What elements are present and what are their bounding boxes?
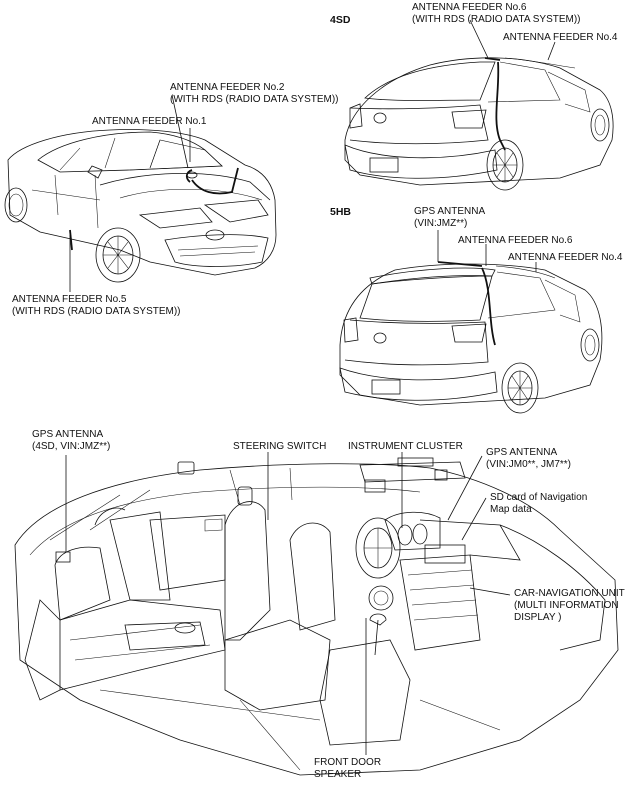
label-interior-gps-antenna-left: GPS ANTENNA (4SD, VIN:JMZ**) bbox=[32, 429, 111, 452]
label-antenna-feeder-1: ANTENNA FEEDER No.1 bbox=[92, 116, 207, 127]
label-hatchback-antenna-feeder-6: ANTENNA FEEDER No.6 bbox=[458, 235, 573, 246]
interior-view bbox=[14, 457, 619, 776]
hatchback-rear-view bbox=[339, 261, 603, 414]
label-sd-card: SD card of Navigation Map data bbox=[490, 492, 588, 515]
label-sedan-antenna-feeder-4: ANTENNA FEEDER No.4 bbox=[503, 32, 618, 43]
label-car-navigation-unit: CAR-NAVIGATION UNIT (MULTI INFORMATION D… bbox=[514, 588, 625, 623]
label-sedan-antenna-feeder-6: ANTENNA FEEDER No.6 (WITH RDS (RADIO DAT… bbox=[412, 2, 581, 25]
section-heading-5hb: 5HB bbox=[330, 206, 352, 218]
leader-lines bbox=[65, 19, 556, 755]
label-antenna-feeder-5: ANTENNA FEEDER No.5 (WITH RDS (RADIO DAT… bbox=[12, 294, 181, 317]
label-front-door-speaker: FRONT DOOR SPEAKER bbox=[314, 757, 382, 780]
label-steering-switch: STEERING SWITCH bbox=[233, 441, 327, 452]
sedan-rear-view bbox=[344, 57, 614, 191]
label-interior-gps-antenna-right: GPS ANTENNA (VIN:JM0**, JM7**) bbox=[486, 447, 572, 470]
label-instrument-cluster: INSTRUMENT CLUSTER bbox=[348, 441, 463, 452]
label-antenna-feeder-2: ANTENNA FEEDER No.2 (WITH RDS (RADIO DAT… bbox=[170, 82, 339, 105]
section-heading-4sd: 4SD bbox=[330, 14, 351, 26]
label-hatchback-antenna-feeder-4: ANTENNA FEEDER No.4 bbox=[508, 252, 623, 263]
front-view-car bbox=[4, 129, 277, 283]
label-hatchback-gps-antenna: GPS ANTENNA (VIN:JMZ**) bbox=[414, 206, 486, 229]
